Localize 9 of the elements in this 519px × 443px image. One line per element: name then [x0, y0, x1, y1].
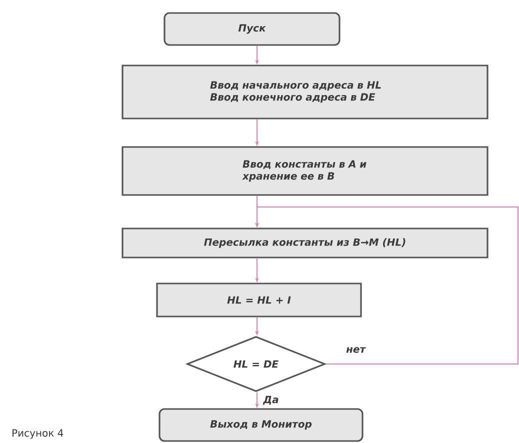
caption: Рисунок 4 [12, 429, 64, 439]
edge-label: Да [262, 396, 278, 405]
process-box: Пересылка константы из B→M (HL) [122, 228, 488, 258]
terminal-box: Выход в Монитор [158, 408, 364, 442]
process-box: Ввод начального адреса в HL Ввод конечного адреса в DE [122, 64, 488, 120]
process-box: Ввод константы в A и хранение ее в B [122, 146, 488, 196]
edge-label: нет [346, 347, 366, 353]
process-box: HL = HL + I [156, 282, 362, 318]
terminal-box: Пуск [164, 12, 340, 46]
